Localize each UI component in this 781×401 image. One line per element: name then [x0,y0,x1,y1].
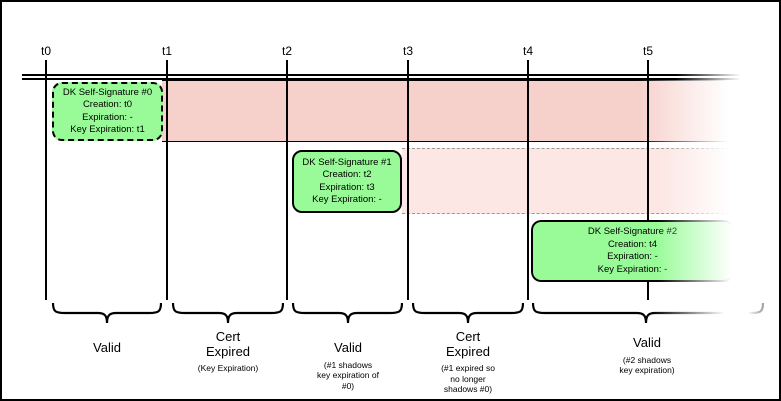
signature-key-expiration: Key Expiration: - [597,263,668,275]
gridline-t4 [527,60,529,300]
period-valid-1: Valid (#1 shadows key expiration of #0) [278,340,418,391]
period-label: Cert Expired [205,329,251,359]
signature-box-0: DK Self-Signature #0 Creation: t0 Expira… [52,82,163,141]
signature-expiration: Expiration: t3 [319,181,375,193]
period-brace-4 [532,302,764,324]
signature-title: DK Self-Signature #2 [587,226,678,237]
period-label: Valid [334,340,362,355]
period-label: Cert Expired [445,329,491,359]
signature-expiration: Expiration: - [607,251,658,262]
tick-label-t1: t1 [161,44,173,58]
timeline-axis [22,74,748,80]
gridline-t3 [407,60,409,300]
gridline-t5 [647,60,649,300]
gridline-t2 [286,60,288,300]
expired-band-faded [402,148,734,214]
period-label: Valid [633,335,661,350]
signature-creation: Creation: t0 [82,99,133,110]
signature-key-expiration: Key Expiration: t1 [70,124,145,135]
signature-box-1: DK Self-Signature #1 Creation: t2 Expira… [292,150,402,213]
gridline-t1 [166,60,168,300]
period-label: Valid [93,340,121,355]
signature-box-2: DK Self-Signature #2 Creation: t4 Expira… [531,220,734,282]
signature-title: DK Self-Signature #1 [302,156,392,168]
period-brace-2 [292,302,403,324]
period-note: (#2 shadows key expiration) [619,354,675,376]
signature-creation: Creation: t2 [322,169,372,180]
period-valid-2: Valid (#2 shadows key expiration) [577,335,717,376]
period-brace-0 [52,302,162,324]
period-cert-expired-1: Cert Expired (#1 expired so no longer sh… [398,329,538,395]
signature-creation: Creation: t4 [607,238,658,250]
period-note: (Key Expiration) [197,363,259,373]
period-brace-1 [172,302,284,324]
tick-label-t4: t4 [522,44,534,58]
period-valid-0: Valid [37,340,177,360]
period-brace-3 [412,302,524,324]
gridline-t0 [45,60,47,300]
expired-band-strong [162,80,734,142]
tick-label-t2: t2 [281,44,293,58]
tick-label-t5: t5 [642,44,654,58]
signature-key-expiration: Key Expiration: - [312,194,382,205]
period-note: (#1 shadows key expiration of #0) [317,359,379,391]
signature-expiration: Expiration: - [82,111,133,123]
signature-title: DK Self-Signature #0 [62,86,153,98]
period-note: (#1 expired so no longer shadows #0) [441,363,495,394]
period-cert-expired-0: Cert Expired (Key Expiration) [158,329,298,374]
tick-label-t0: t0 [40,44,52,58]
tick-label-t3: t3 [402,44,414,58]
